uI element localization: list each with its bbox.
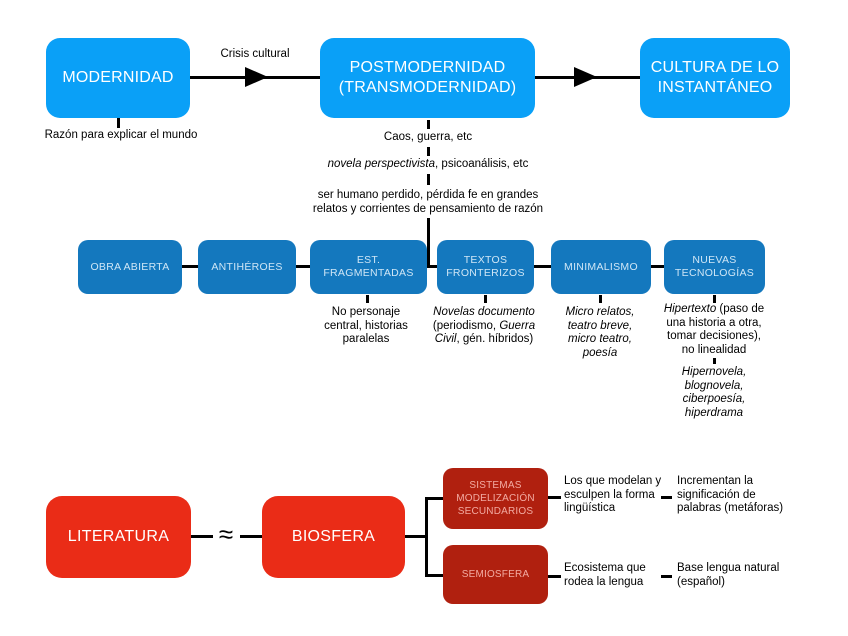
node-minimalismo: MINIMALISMO	[551, 240, 651, 294]
branch-line-vertical	[425, 497, 428, 577]
node-postmodernidad: POSTMODERNIDAD (TRANSMODERNIDAD)	[320, 38, 535, 118]
node-est-fragmentadas: EST. FRAGMENTADAS	[310, 240, 427, 294]
arrow-right-icon	[245, 67, 268, 87]
note-minimalismo: Micro relatos, teatro breve, micro teatr…	[565, 306, 635, 359]
connector-stub	[548, 575, 561, 578]
note-hipertexto: Hipertexto (paso de una historia a otra,…	[663, 303, 765, 356]
note-est-fragmentadas: No personaje central, historias paralela…	[324, 306, 408, 345]
connector-line	[405, 535, 427, 538]
branch-stub-bottom	[425, 574, 443, 577]
node-biosfera: BIOSFERA	[262, 496, 405, 578]
connector-line	[191, 535, 213, 538]
connector-tick	[427, 174, 430, 185]
note-semiosfera-base: Base lengua natural (español)	[677, 562, 780, 588]
connector-line-vertical	[427, 218, 430, 268]
crisis-cultural-label: Crisis cultural	[220, 48, 290, 60]
arrow-right-icon	[574, 67, 597, 87]
connector-tick	[366, 295, 369, 303]
connector-tick	[713, 358, 716, 364]
chain-note-novela: novela perspectivista, psicoanálisis, et…	[327, 158, 529, 170]
note-textos-fronterizos: Novelas documento (periodismo, Guerra Ci…	[432, 306, 536, 345]
node-antiheroes: ANTIHÉROES	[198, 240, 296, 294]
node-modernidad: MODERNIDAD	[46, 38, 190, 118]
connector-tick	[599, 295, 602, 303]
connector-line	[240, 535, 262, 538]
note-sistemas-definicion: Los que modelan y esculpen la forma ling…	[564, 475, 662, 514]
connector-tick	[484, 295, 487, 303]
connector-tick	[427, 147, 430, 156]
chain-note-caos: Caos, guerra, etc	[383, 131, 473, 143]
node-obra-abierta: OBRA ABIERTA	[78, 240, 182, 294]
node-semiosfera: SEMIOSFERA	[443, 545, 548, 604]
node-nuevas-tecnologias: NUEVAS TECNOLOGÍAS	[664, 240, 765, 294]
connector-dash	[661, 496, 672, 499]
note-semiosfera-definicion: Ecosistema que rodea la lengua	[564, 562, 646, 588]
node-sistemas-modelizacion: SISTEMAS MODELIZACIÓN SECUNDARIOS	[443, 468, 548, 529]
connector-tick	[713, 295, 716, 303]
node-textos-fronterizos: TEXTOS FRONTERIZOS	[437, 240, 534, 294]
node-literatura: LITERATURA	[46, 496, 191, 578]
note-sistemas-efecto: Incrementan la significación de palabras…	[677, 475, 784, 514]
node-cultura-instantaneo: CULTURA DE LO INSTANTÁNEO	[640, 38, 790, 118]
note-hipernovela: Hipernovela, blognovela, ciberpoesía, hi…	[681, 366, 747, 419]
connector-stub	[548, 496, 561, 499]
connector-dash	[661, 575, 672, 578]
modernidad-note: Razón para explicar el mundo	[44, 129, 198, 141]
connector-tick	[117, 118, 120, 128]
branch-stub-top	[425, 497, 443, 500]
chain-note-ser-humano: ser humano perdido, pérdida fe en grande…	[312, 189, 544, 215]
connector-tick	[427, 120, 430, 129]
approx-equal-symbol: ≈	[218, 519, 234, 549]
